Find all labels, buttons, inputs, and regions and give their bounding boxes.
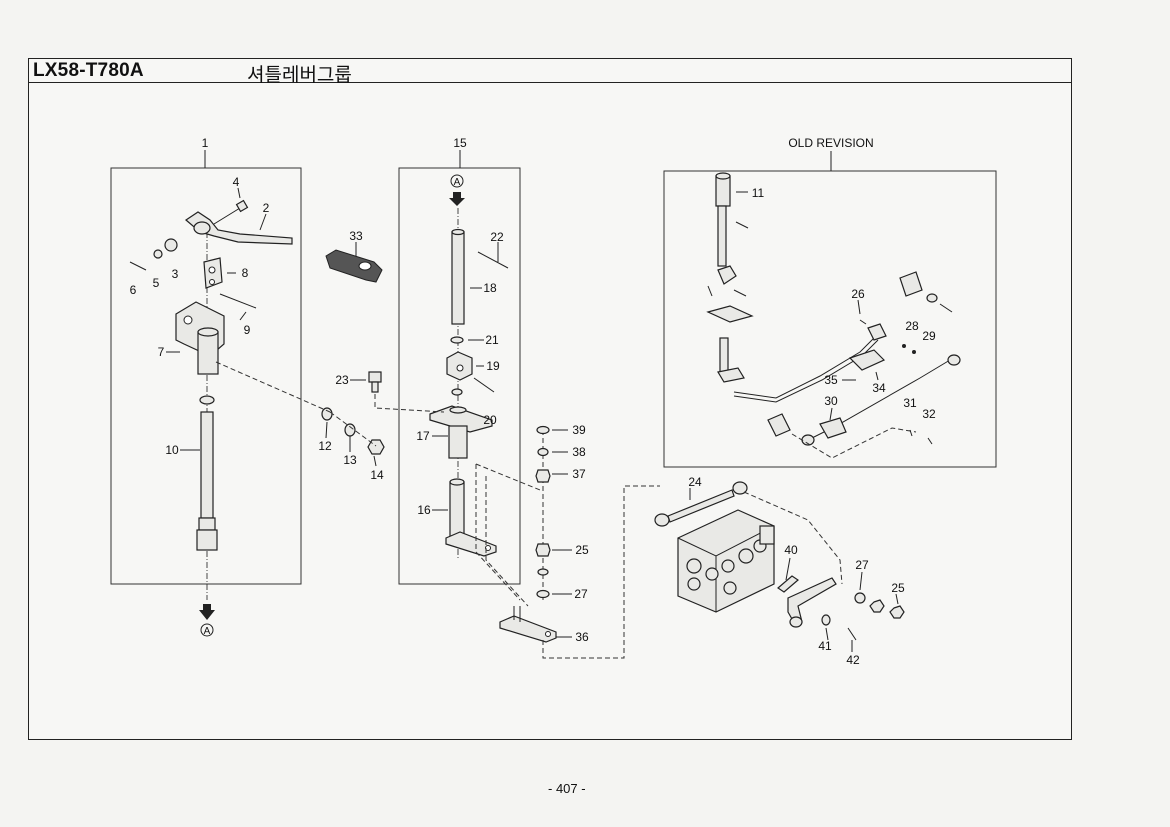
knob-part [325,249,383,283]
callout-4: 4 [233,175,240,189]
model-number: LX58-T780A [33,60,144,81]
callout-38: 38 [572,445,586,459]
callout-42: 42 [846,653,860,667]
reference-marker-a-bottom: A [204,626,211,637]
callout-5: 5 [153,276,160,290]
callout-28: 28 [905,319,919,333]
callout-16: 16 [417,503,431,517]
callout-27a: 27 [574,587,588,601]
callout-15: 15 [453,136,467,150]
callout-14: 14 [370,468,384,482]
shaft-part-18 [451,228,465,325]
old-revision-label: OLD REVISION [788,136,873,150]
callout-12: 12 [318,439,332,453]
callout-13: 13 [343,453,357,467]
bolt-part-23 [368,371,382,393]
callout-27b: 27 [855,558,869,572]
callout-33: 33 [349,229,363,243]
tie-rod-part-24 [654,481,748,527]
callout-34: 34 [872,381,886,395]
title-bar: LX58-T780A 셔틀레버그룹 [29,59,1071,86]
page-number: - 407 - [548,781,586,796]
callout-7: 7 [158,345,165,359]
callout-30: 30 [824,394,838,408]
callout-39: 39 [572,423,586,437]
bracket-part [203,257,223,289]
callout-21: 21 [485,333,499,347]
old-revision-linkage [706,172,961,459]
shaft-part-10 [196,411,218,551]
callout-9: 9 [244,323,251,337]
down-arrow-icon [199,604,215,620]
control-valve-block [677,509,775,613]
callout-31: 31 [903,396,917,410]
callout-6: 6 [130,283,137,297]
callout-11: 11 [752,186,765,200]
callout-25b: 25 [891,581,905,595]
callout-37: 37 [572,467,586,481]
callout-18: 18 [483,281,497,295]
universal-joint-part [446,351,473,381]
down-arrow-icon [449,192,465,206]
support-bracket-part [175,301,225,375]
callout-36: 36 [575,630,589,644]
lever-arm-part [185,211,293,245]
group-box-old-revision [663,170,997,468]
callout-32: 32 [922,407,936,421]
callout-24: 24 [688,475,702,489]
callout-1: 1 [202,136,209,150]
bolt-part [213,199,249,225]
group-title: 셔틀레버그룹 [247,64,352,86]
callout-20: 20 [483,413,497,427]
callout-41: 41 [818,639,832,653]
callout-19: 19 [486,359,500,373]
lever-part-36 [499,606,557,643]
callout-29: 29 [922,329,936,343]
callout-8: 8 [242,266,249,280]
callout-17: 17 [416,429,430,443]
callout-23: 23 [335,373,349,387]
callout-10: 10 [165,443,179,457]
lever-plate-part-17 [429,405,493,459]
callout-22: 22 [490,230,504,244]
reference-marker-a-top: A [454,177,461,188]
lever-part-16 [445,478,497,557]
callout-35: 35 [824,373,838,387]
callout-26: 26 [851,287,865,301]
part-callouts: 1 2 3 4 5 6 7 8 9 10 11 12 13 14 15 16 1… [130,136,936,667]
callout-25a: 25 [575,543,589,557]
callout-3: 3 [172,267,179,281]
group-box-1 [110,167,302,585]
callout-2: 2 [263,201,270,215]
callout-40: 40 [784,543,798,557]
